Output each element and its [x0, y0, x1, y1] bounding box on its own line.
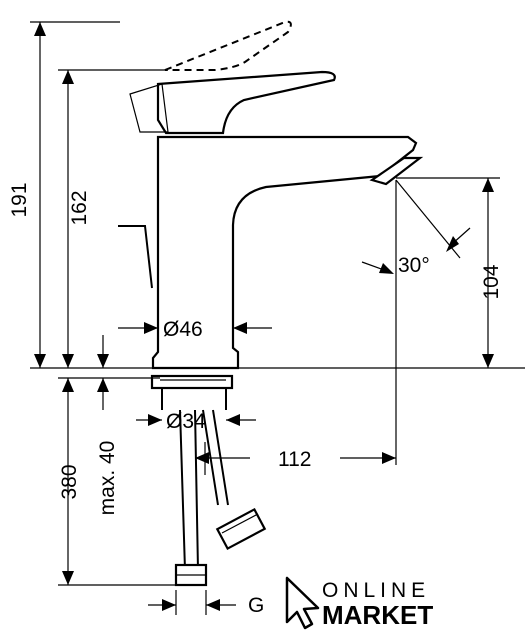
- onlinemarket-logo: ONLINE MARKET: [285, 576, 433, 630]
- dim-below-deck: 380: [58, 464, 81, 499]
- cursor-icon: [285, 576, 320, 630]
- logo-line2: MARKET: [322, 600, 433, 630]
- dim-base-diameter: Ø46: [163, 318, 203, 341]
- dimension-lines: [30, 21, 525, 615]
- dim-max-thickness: max. 40: [96, 441, 119, 516]
- dim-total-height: 191: [8, 182, 31, 217]
- faucet-outline: [118, 20, 424, 587]
- dim-hole-diameter: Ø34: [166, 410, 206, 433]
- dim-body-height: 162: [68, 190, 91, 225]
- dim-spout-angle: 30°: [398, 254, 430, 277]
- dim-reach: 112: [278, 448, 311, 471]
- dim-spout-height: 104: [480, 264, 503, 299]
- dim-connection: G: [248, 594, 264, 617]
- logo-line1: ONLINE: [322, 579, 430, 602]
